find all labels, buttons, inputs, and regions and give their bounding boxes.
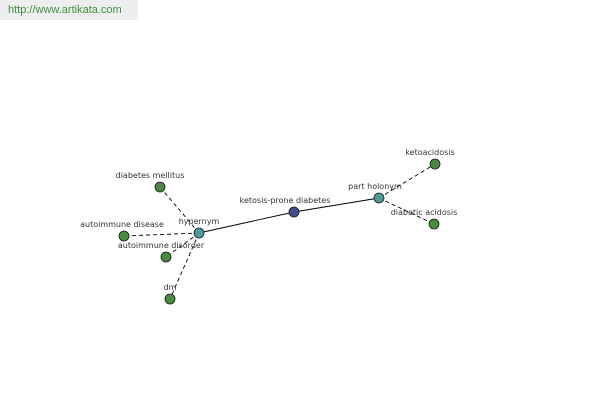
edge-ketosis-prone-diabetes-to-part-holonym: [293, 197, 380, 213]
node-label-autoimmune-disorder: autoimmune disorder: [118, 241, 205, 250]
node-label-dm: dm: [164, 283, 177, 292]
node-label-diabetes-mellitus: diabetes mellitus: [116, 171, 185, 180]
node-label-diabetic-acidosis: diabetic acidosis: [391, 208, 458, 217]
edge-part-holonym-to-ketoacidosis: [378, 163, 436, 199]
node-hypernym[interactable]: [193, 227, 205, 239]
node-label-ketoacidosis: ketoacidosis: [405, 148, 454, 157]
edge-hypernym-to-diabetes-mellitus: [159, 186, 200, 234]
node-label-hypernym: hypernym: [179, 217, 220, 226]
node-label-part-holonym: part holonym: [348, 182, 402, 191]
node-autoimmune-disease[interactable]: [118, 230, 130, 242]
node-dm[interactable]: [164, 293, 176, 305]
node-ketosis-prone-diabetes[interactable]: [288, 206, 300, 218]
site-link[interactable]: http://www.artikata.com: [8, 4, 122, 16]
edges-layer: [123, 163, 436, 300]
node-part-holonym[interactable]: [373, 192, 385, 204]
node-autoimmune-disorder[interactable]: [160, 251, 172, 263]
labels-layer: ketosis-prone diabetes hypernym part holon…: [80, 148, 457, 292]
edge-hypernym-to-dm: [169, 232, 200, 300]
node-diabetes-mellitus[interactable]: [154, 181, 166, 193]
node-diabetic-acidosis[interactable]: [428, 218, 440, 230]
node-ketoacidosis[interactable]: [429, 158, 441, 170]
edge-part-holonym-to-diabetic-acidosis: [378, 197, 435, 225]
node-label-ketosis-prone-diabetes: ketosis-prone diabetes: [240, 196, 331, 205]
url-banner: http://www.artikata.com: [0, 0, 138, 20]
node-label-autoimmune-disease: autoimmune disease: [80, 220, 164, 229]
edge-hypernym-to-autoimmune-disease: [123, 232, 200, 237]
nodes-layer: [118, 158, 441, 305]
edge-ketosis-prone-diabetes-to-hypernym: [198, 211, 295, 234]
